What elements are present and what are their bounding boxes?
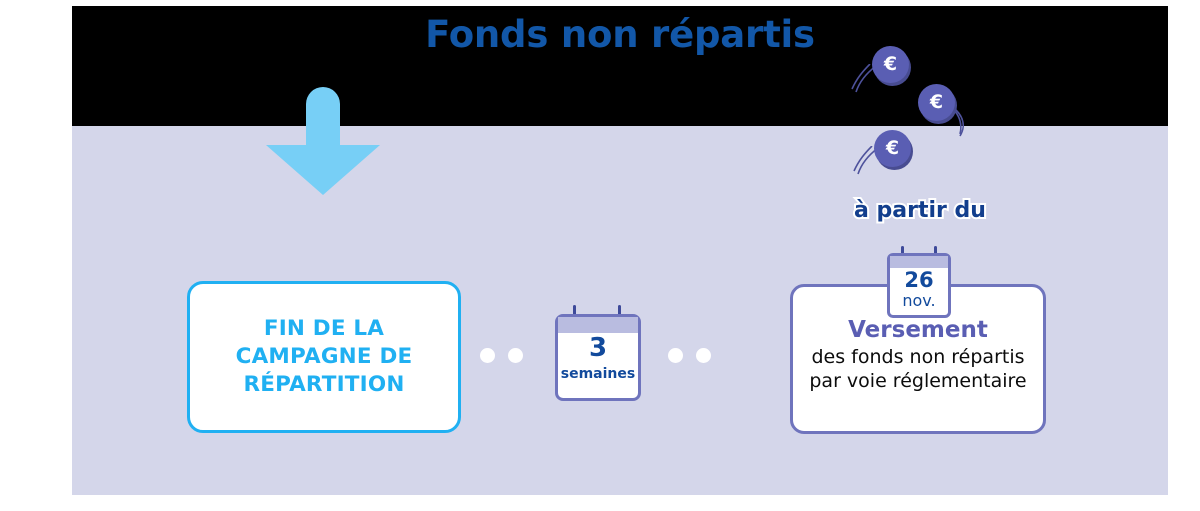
connector-dot — [668, 348, 683, 363]
connector-dot — [508, 348, 523, 363]
payment-heading: Versement — [848, 317, 988, 343]
payment-body-line-2: par voie réglementaire — [809, 370, 1027, 393]
duration-value: 3 — [588, 333, 608, 363]
connector-dot — [696, 348, 711, 363]
campaign-end-card[interactable]: FIN DE LA CAMPAGNE DE RÉPARTITION — [187, 281, 461, 433]
title-banner-background — [72, 6, 1168, 126]
euro-coin: € — [851, 46, 912, 93]
page-title: Fonds non répartis — [425, 12, 815, 56]
payment-date-month: nov. — [902, 291, 936, 310]
calendar-header-bar — [890, 256, 948, 268]
campaign-end-line-1: FIN DE LA — [263, 316, 385, 342]
payment-date-day: 26 — [904, 268, 934, 292]
payment-body-line-1: des fonds non répartis — [811, 346, 1025, 369]
campaign-end-line-2: CAMPAGNE DE — [235, 344, 413, 370]
coin-disc — [874, 130, 911, 167]
duration-calendar-icon: 3 semaines — [555, 305, 641, 401]
coin-disc — [918, 84, 955, 121]
campaign-end-line-3: RÉPARTITION — [243, 371, 405, 397]
euro-symbol: € — [883, 53, 898, 75]
coin-disc — [872, 46, 909, 83]
down-arrow-icon — [262, 82, 384, 197]
calendar-header-bar — [558, 317, 638, 333]
euro-symbol: € — [929, 91, 944, 113]
payment-date-calendar-icon: 26 nov. — [887, 246, 951, 318]
payment-card-content: Versement des fonds non répartis par voi… — [793, 317, 1043, 394]
euro-symbol: € — [885, 137, 900, 159]
duration-unit: semaines — [560, 366, 636, 382]
euro-coin: € — [853, 130, 914, 175]
date-prefix-label: à partir du — [852, 196, 988, 225]
connector-dot — [480, 348, 495, 363]
campaign-end-label: FIN DE LA CAMPAGNE DE RÉPARTITION — [236, 315, 413, 399]
euro-coin: € — [918, 84, 965, 137]
